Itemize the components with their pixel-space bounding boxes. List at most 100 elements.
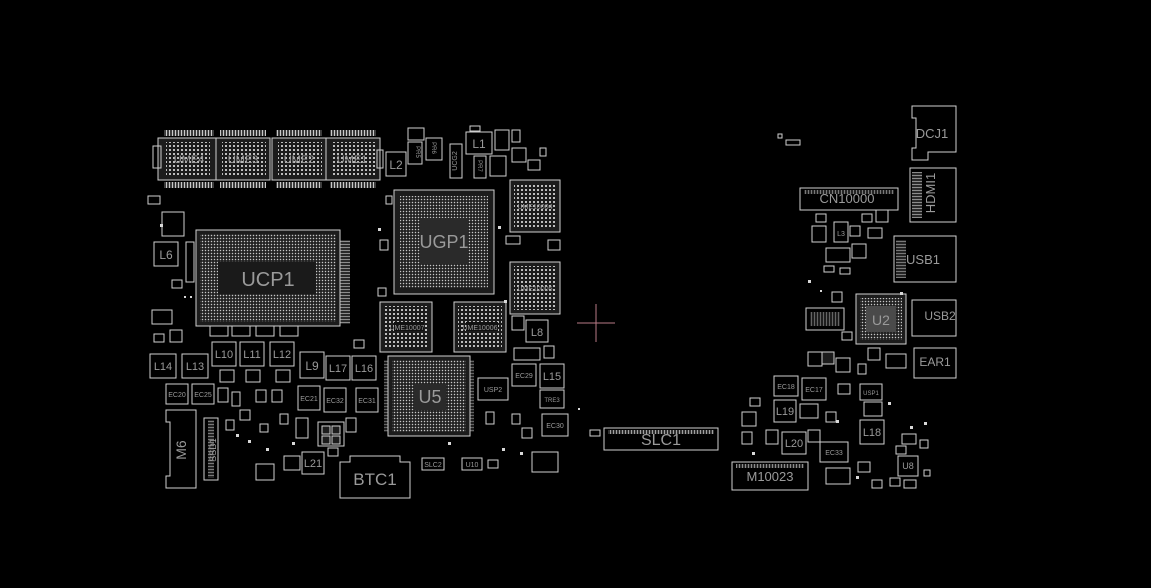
ume4-label: UME4 — [174, 154, 205, 166]
cn10000-label: CN10000 — [820, 191, 875, 206]
l21-inductor[interactable]: L21 — [301, 451, 325, 475]
slc2-part[interactable]: SLC2 — [421, 457, 445, 471]
l2-label: L2 — [389, 158, 403, 172]
l12-inductor[interactable]: L12 — [269, 341, 295, 367]
l9-inductor[interactable]: L9 — [299, 351, 325, 379]
u10-label: U10 — [466, 462, 479, 469]
usb1-connector[interactable]: USB1 — [893, 235, 957, 283]
ugp1-gpu[interactable]: UGP1 — [393, 189, 495, 295]
slc1-label: SLC1 — [641, 432, 681, 449]
l18-inductor[interactable]: L18 — [859, 419, 885, 445]
dcj1-label: DCJ1 — [916, 126, 949, 141]
ume2-chip[interactable]: UME2 — [271, 130, 327, 188]
ec31-label: EC31 — [358, 398, 376, 405]
pr5-part[interactable]: PR5 — [407, 141, 423, 165]
m6-connector[interactable]: M6 — [165, 409, 197, 489]
l15-label: L15 — [543, 371, 561, 383]
ec32-capacitor[interactable]: EC32 — [323, 387, 347, 413]
u8-chip[interactable]: U8 — [897, 455, 919, 477]
ume10004-label: UME10004 — [517, 204, 552, 211]
hdmi1-label: HDMI1 — [923, 173, 938, 213]
tre3-label: TRE3 — [544, 398, 560, 404]
ucp1-label: UCP1 — [241, 269, 294, 291]
ec33-capacitor[interactable]: EC33 — [819, 441, 849, 463]
u5-chip[interactable]: U5 — [387, 355, 471, 437]
l10-label: L10 — [215, 349, 233, 361]
usb2-label: USB2 — [924, 309, 956, 323]
ume3-label: UME3 — [228, 154, 259, 166]
ssd1-connector[interactable]: SSD1 — [203, 417, 219, 481]
ume10006-chip[interactable]: UME10006 — [453, 301, 507, 353]
l16-inductor[interactable]: L16 — [351, 355, 377, 381]
usp2-label: USP2 — [484, 387, 502, 394]
ec18-label: EC18 — [777, 384, 795, 391]
l20-inductor[interactable]: L20 — [781, 431, 807, 455]
l13-label: L13 — [186, 361, 204, 373]
slc1-connector[interactable]: SLC1 — [603, 427, 719, 451]
l2-inductor[interactable]: L2 — [385, 151, 407, 177]
l11-label: L11 — [243, 349, 261, 361]
ec17-label: EC17 — [805, 387, 823, 394]
l13-inductor[interactable]: L13 — [181, 353, 209, 379]
l19-inductor[interactable]: L19 — [773, 399, 797, 423]
l10-inductor[interactable]: L10 — [211, 341, 237, 367]
ec18-capacitor[interactable]: EC18 — [773, 375, 799, 397]
u2-chip[interactable]: U2 — [855, 293, 907, 345]
l11-inductor[interactable]: L11 — [239, 341, 265, 367]
ear1-label: EAR1 — [919, 355, 951, 369]
ec25-capacitor[interactable]: EC25 — [191, 383, 215, 405]
ume10005-chip[interactable]: UME10005 — [509, 261, 561, 315]
ume10007-chip[interactable]: UME10007 — [379, 301, 433, 353]
ume10005-label: UME10005 — [517, 286, 552, 293]
l1-inductor[interactable]: L1 — [465, 131, 493, 155]
usp1-part[interactable]: USP1 — [859, 383, 883, 401]
l14-inductor[interactable]: L14 — [149, 353, 177, 379]
ec21-label: EC21 — [300, 396, 318, 403]
ucg2-label: UCG2 — [452, 151, 459, 171]
crosshair-marker — [577, 304, 615, 342]
u10-chip[interactable]: U10 — [461, 457, 483, 471]
u2-label: U2 — [872, 312, 890, 328]
pr6-label: PR6 — [430, 142, 436, 154]
l8-inductor[interactable]: L8 — [525, 319, 549, 343]
l12-label: L12 — [273, 349, 291, 361]
ec29-capacitor[interactable]: EC29 — [511, 363, 537, 387]
ec20-label: EC20 — [168, 392, 186, 399]
ec32-label: EC32 — [326, 398, 344, 405]
ucg2-part[interactable]: UCG2 — [449, 143, 463, 179]
ume10006-label: UME10006 — [462, 325, 497, 332]
ec17-capacitor[interactable]: EC17 — [801, 377, 827, 401]
ec21-capacitor[interactable]: EC21 — [297, 385, 321, 411]
l20-label: L20 — [785, 438, 803, 450]
ec20-capacitor[interactable]: EC20 — [165, 383, 189, 405]
l15-inductor[interactable]: L15 — [539, 363, 565, 389]
tre3-part[interactable]: TRE3 — [539, 389, 565, 409]
l17-inductor[interactable]: L17 — [325, 355, 351, 381]
ec30-capacitor[interactable]: EC30 — [541, 413, 569, 437]
usb2-connector[interactable]: USB2 — [911, 299, 957, 337]
l8-label: L8 — [531, 327, 543, 339]
ucp1-cpu[interactable]: UCP1 — [195, 229, 341, 327]
pad-cluster — [160, 224, 927, 479]
ume3-chip[interactable]: UME3 — [215, 130, 271, 188]
pr6-part[interactable]: PR6 — [425, 137, 443, 161]
ume10004-chip[interactable]: UME10004 — [509, 179, 561, 233]
ssd1-label: SSD1 — [208, 438, 218, 462]
m10023-connector[interactable]: M10023 — [731, 461, 809, 491]
usp2-part[interactable]: USP2 — [477, 377, 509, 401]
ec25-label: EC25 — [194, 392, 212, 399]
pr7-part[interactable]: PR7 — [473, 155, 487, 179]
ume1-chip[interactable]: UME1 — [325, 130, 381, 188]
dcj1-connector[interactable]: DCJ1 — [911, 105, 957, 161]
hdmi1-connector[interactable]: HDMI1 — [909, 167, 957, 223]
ec31-capacitor[interactable]: EC31 — [355, 387, 379, 413]
btc1-connector[interactable]: BTC1 — [339, 455, 411, 499]
l6-inductor[interactable]: L6 — [153, 241, 179, 267]
l17-label: L17 — [329, 363, 347, 375]
ear1-connector[interactable]: EAR1 — [913, 347, 957, 379]
l3-label: L3 — [837, 231, 845, 238]
cn10000-connector[interactable]: CN10000 — [799, 187, 899, 211]
ume4-chip[interactable]: UME4 — [157, 130, 217, 188]
l16-label: L16 — [355, 363, 373, 375]
pr7-label: PR7 — [476, 160, 482, 172]
